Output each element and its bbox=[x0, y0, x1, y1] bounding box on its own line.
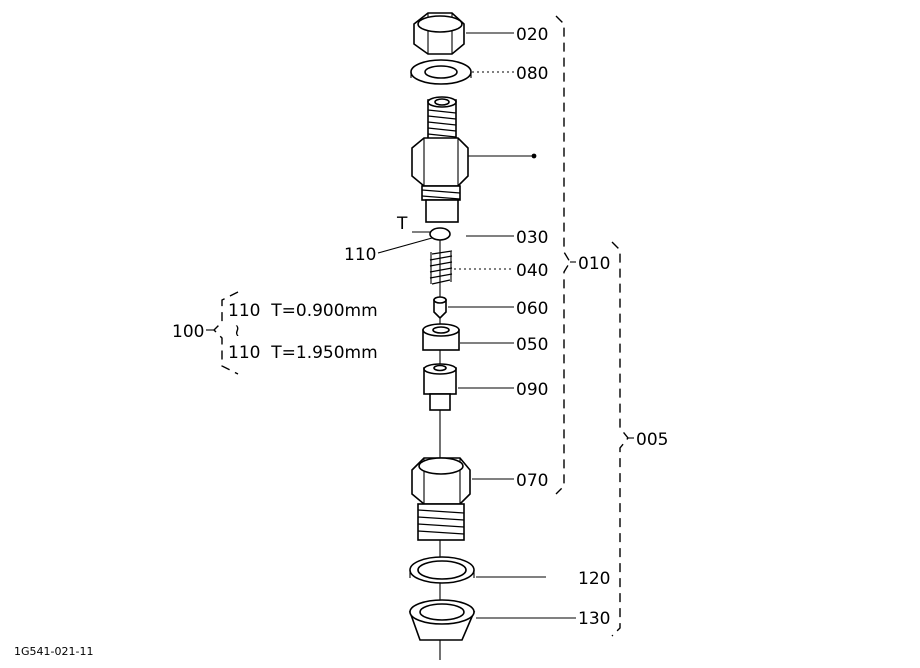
label-group-005: 005 bbox=[636, 430, 668, 450]
label-part-110: 110 bbox=[344, 245, 376, 265]
part-injector-holder-body bbox=[411, 96, 469, 223]
drawing-code: 1G541-021-11 bbox=[14, 645, 93, 658]
label-part-020: 020 bbox=[516, 25, 548, 45]
part-120-gasket bbox=[409, 556, 475, 584]
shim-range-tilde: ≀ bbox=[234, 321, 240, 341]
part-080-washer bbox=[410, 59, 472, 85]
part-030-shim bbox=[429, 227, 451, 241]
label-part-120: 120 bbox=[578, 569, 610, 589]
shim-range-row-1: 110 T=0.900mm bbox=[228, 301, 378, 321]
shim-range-row-2: 110 T=1.950mm bbox=[228, 343, 378, 363]
part-020-nut bbox=[413, 12, 465, 55]
part-060-push-pin bbox=[433, 296, 447, 320]
label-part-050: 050 bbox=[516, 335, 548, 355]
part-090-nozzle bbox=[423, 363, 457, 411]
label-part-040: 040 bbox=[516, 261, 548, 281]
label-t-marker: T bbox=[396, 214, 408, 234]
bracket-005 bbox=[611, 241, 634, 637]
leader-lines bbox=[377, 32, 576, 619]
bracket-010 bbox=[555, 15, 576, 495]
label-group-010: 010 bbox=[578, 254, 610, 274]
bracket-100 bbox=[206, 291, 239, 375]
label-part-070: 070 bbox=[516, 471, 548, 491]
label-part-060: 060 bbox=[516, 299, 548, 319]
part-130-heat-shield bbox=[408, 599, 476, 641]
label-part-080: 080 bbox=[516, 64, 548, 84]
part-050-spacer bbox=[422, 323, 460, 351]
part-070-retaining-nut bbox=[411, 457, 471, 541]
part-040-spring bbox=[429, 250, 453, 285]
label-part-030: 030 bbox=[516, 228, 548, 248]
label-group-100: 100 bbox=[172, 322, 204, 342]
label-part-090: 090 bbox=[516, 380, 548, 400]
label-part-130: 130 bbox=[578, 609, 610, 629]
